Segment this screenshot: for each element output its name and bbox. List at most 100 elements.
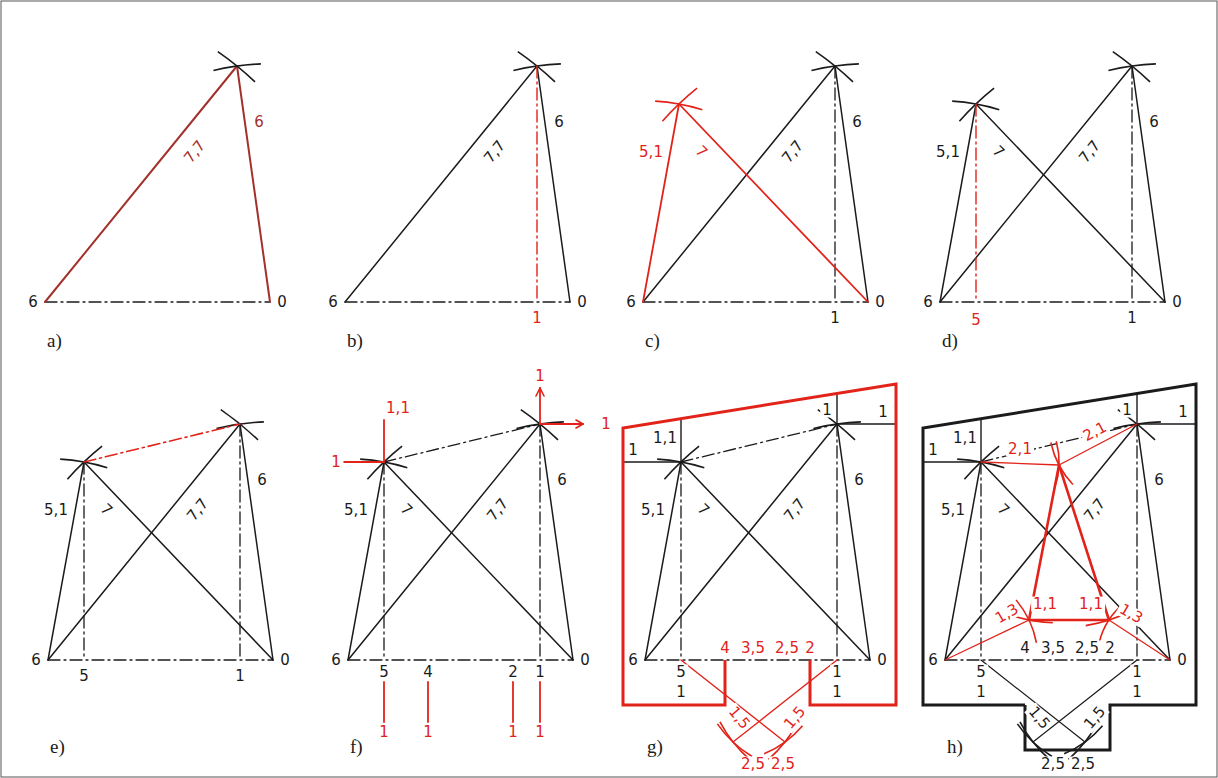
- panel-letter: e): [48, 737, 67, 756]
- dimension-label: 5: [77, 669, 91, 684]
- dimension-label: 2: [803, 641, 817, 656]
- construction-line: [1137, 423, 1196, 424]
- construction-line: [623, 461, 681, 462]
- dimension-label: 2: [1103, 641, 1117, 656]
- construction-line: [539, 682, 541, 722]
- dimension-label: 5,1: [42, 503, 70, 518]
- dimension-label: 1,1: [1077, 597, 1105, 612]
- construction-line: [981, 462, 1170, 660]
- construction-line: [576, 420, 583, 424]
- construction-line: [945, 462, 981, 660]
- dimension-label: 1: [533, 725, 547, 740]
- construction-line: [537, 66, 570, 302]
- dimension-label: 1: [626, 443, 640, 458]
- center-line: [384, 424, 540, 462]
- dimension-label: 1: [533, 369, 547, 384]
- dimension-label: 5: [674, 665, 688, 680]
- dimension-label: 6: [1152, 473, 1166, 488]
- center-line: [45, 301, 270, 302]
- construction-line: [645, 462, 681, 660]
- construction-line: [981, 462, 1059, 465]
- construction-line: [48, 424, 240, 660]
- outline: [923, 384, 1196, 750]
- dimension-label: 5: [969, 313, 983, 328]
- construction-line: [680, 419, 681, 462]
- compass-arc: [764, 726, 802, 754]
- dimension-label: 7: [988, 142, 1008, 162]
- dimension-label: 1,5: [1024, 703, 1053, 734]
- dimension-label: 0: [875, 653, 889, 668]
- dimension-label: 1: [233, 669, 247, 684]
- dimension-label: 0: [275, 295, 289, 310]
- center-line: [940, 301, 1165, 302]
- dimension-label: 1,1: [651, 431, 679, 446]
- dimension-label: 6: [921, 295, 935, 310]
- dimension-label: 0: [1170, 295, 1184, 310]
- construction-line: [1029, 465, 1059, 620]
- dimension-label: 1: [1176, 405, 1190, 420]
- dimension-label: 1,1: [1031, 597, 1059, 612]
- construction-line: [45, 66, 237, 302]
- dimension-label: 1: [974, 685, 988, 700]
- dimension-label: 1,1: [384, 401, 412, 416]
- construction-line: [427, 682, 429, 722]
- dimension-label: 0: [1175, 653, 1189, 668]
- panel-letter: c): [643, 331, 662, 350]
- compass-arc: [664, 446, 699, 479]
- dimension-label: 6: [552, 115, 566, 130]
- dimension-label: 6: [624, 295, 638, 310]
- dimension-label: 3,5: [739, 641, 767, 656]
- dimension-label: 1: [876, 405, 890, 420]
- construction-line: [733, 660, 837, 742]
- dimension-label: 1: [329, 455, 343, 470]
- dimension-label: 2,5: [769, 757, 797, 772]
- dimension-label: 7,7: [180, 136, 209, 167]
- construction-line: [1137, 424, 1170, 660]
- dimension-label: 7: [691, 142, 711, 162]
- compass-arc: [959, 88, 994, 121]
- construction-line: [384, 462, 573, 660]
- outline: [623, 384, 896, 705]
- dimension-label: 2,5: [1039, 757, 1067, 772]
- center-line: [48, 659, 273, 660]
- dimension-label: 6: [255, 473, 269, 488]
- panel-letter: g): [645, 737, 665, 756]
- dimension-label: 7,7: [1080, 494, 1109, 525]
- panel-letter: d): [940, 331, 960, 350]
- construction-line: [945, 620, 1029, 660]
- panel-letter: a): [45, 331, 64, 350]
- construction-line: [976, 104, 1165, 302]
- dimension-label: 2,1: [1006, 442, 1034, 457]
- dimension-label: 5,1: [342, 503, 370, 518]
- center-line: [980, 462, 981, 660]
- construction-line: [237, 66, 270, 302]
- dimension-label: 1,1: [951, 431, 979, 446]
- dimension-label: 1: [1130, 665, 1144, 680]
- dimension-label: 6: [852, 473, 866, 488]
- panel-letter: b): [345, 331, 365, 350]
- dimension-label: 1: [828, 311, 842, 326]
- dimension-label: 0: [578, 653, 592, 668]
- construction-line: [1059, 465, 1109, 620]
- construction-line: [645, 424, 837, 660]
- center-line: [348, 659, 573, 660]
- dimension-label: 6: [850, 115, 864, 130]
- dimension-label: 1: [1130, 685, 1144, 700]
- construction-line: [980, 419, 981, 462]
- dimension-label: 0: [873, 295, 887, 310]
- dimension-label: 7,7: [183, 494, 212, 525]
- dimension-label: 5,1: [939, 503, 967, 518]
- dimension-label: 2,5: [739, 757, 767, 772]
- dimension-label: 6: [29, 653, 43, 668]
- dimension-label: 1,5: [1080, 703, 1109, 734]
- construction-line: [940, 66, 1132, 302]
- dimension-label: 1: [530, 311, 544, 326]
- construction-line: [835, 66, 868, 302]
- dimension-label: 7: [993, 500, 1013, 520]
- dimension-label: 4: [1018, 641, 1032, 656]
- panel-letter: f): [348, 737, 365, 756]
- dimension-label: 7: [396, 500, 416, 520]
- construction-line: [348, 424, 540, 660]
